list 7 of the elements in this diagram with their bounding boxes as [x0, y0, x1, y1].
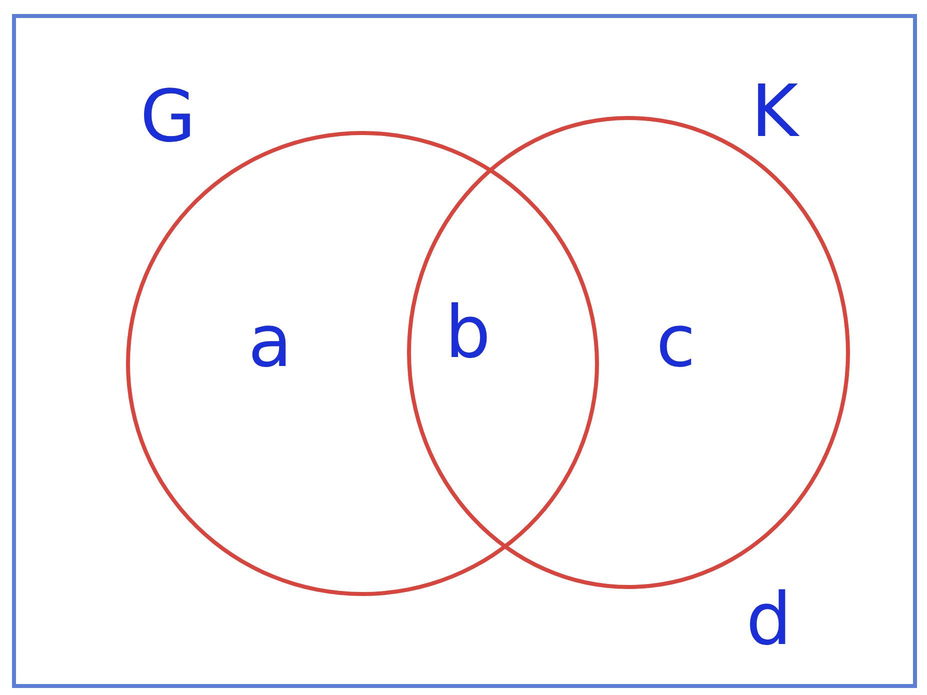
universal-set-rectangle [12, 14, 917, 688]
set-name: G [140, 80, 196, 152]
set-name: K [751, 75, 798, 147]
region-letter: b [445, 296, 491, 368]
region-letter: a [248, 305, 292, 377]
region-letter: d [746, 583, 792, 655]
region-letter: c [656, 305, 696, 377]
